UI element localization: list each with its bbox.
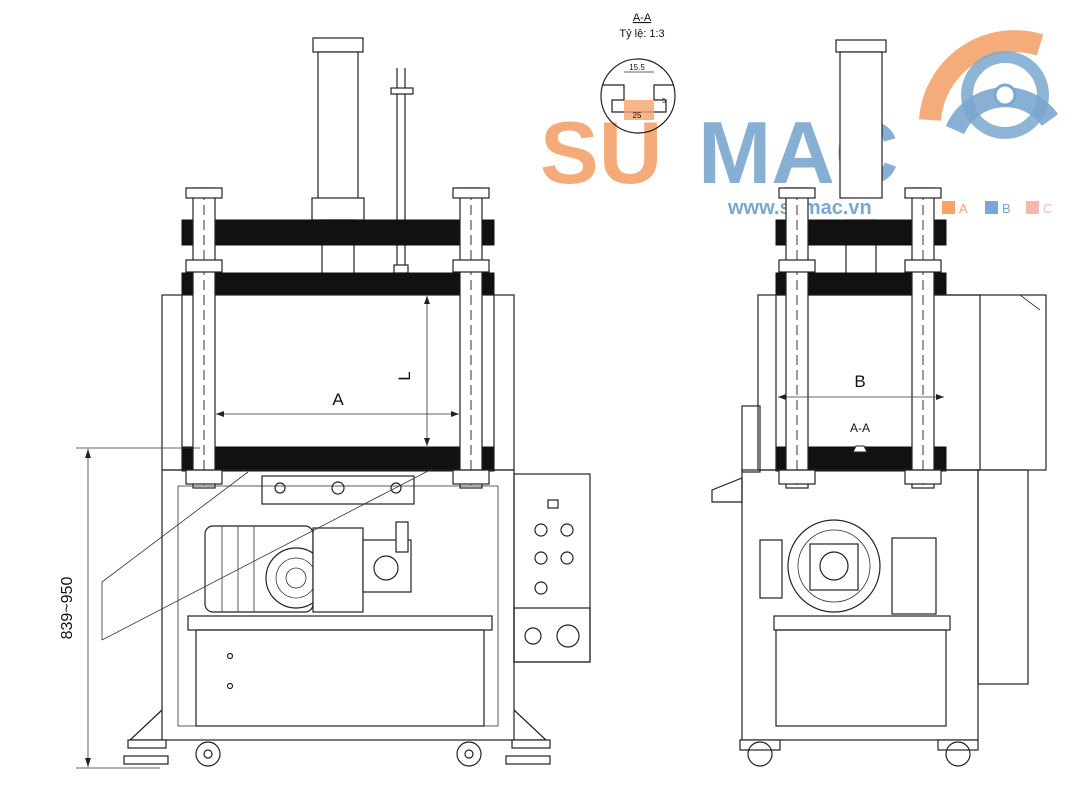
dim-l-label: L bbox=[395, 371, 414, 380]
legend-a: A bbox=[959, 201, 968, 216]
detail-dim-depth: 5 bbox=[662, 98, 666, 105]
side-section-mark: A-A bbox=[850, 421, 870, 435]
section-detail: A-A Tỷ lệ: 1:3 15.5 25 5 bbox=[600, 12, 676, 134]
section-scale: Tỷ lệ: 1:3 bbox=[619, 28, 664, 40]
legend-c: C bbox=[1043, 201, 1052, 216]
side-view: B A-A bbox=[711, 39, 1047, 767]
legend-b: B bbox=[1002, 201, 1011, 216]
section-title: A-A bbox=[633, 12, 652, 24]
dim-a-label: A bbox=[332, 390, 344, 409]
dim-total-height-label: 839~950 bbox=[59, 577, 76, 640]
dim-b-label: B bbox=[854, 372, 865, 391]
detail-dim-top: 15.5 bbox=[629, 63, 645, 72]
front-view: A L 839~950 bbox=[59, 37, 591, 769]
detail-dim-slot: 25 bbox=[633, 111, 642, 120]
